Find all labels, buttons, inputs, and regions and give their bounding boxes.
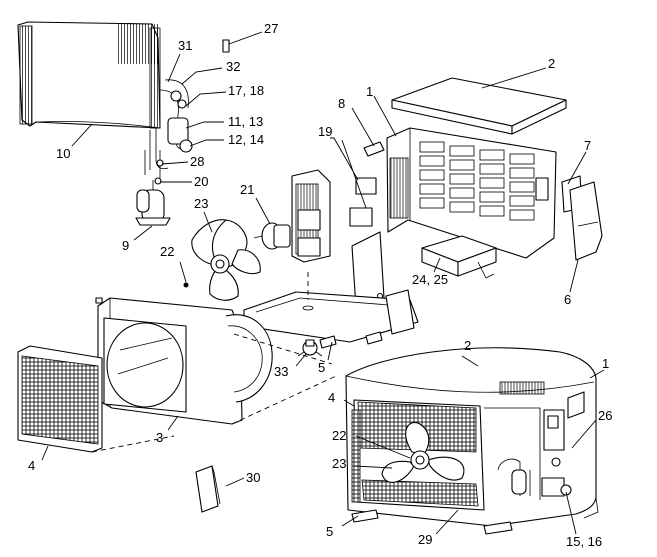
callout-27: 27: [264, 21, 278, 36]
callout-2-bottom: 2: [464, 338, 471, 353]
callout-1-top: 1: [366, 84, 373, 99]
callout-12-14: 12, 14: [228, 132, 264, 147]
callout-32: 32: [226, 59, 240, 74]
callout-4-bottom: 4: [328, 390, 335, 405]
piping-assembly: [144, 79, 193, 185]
callout-7: 7: [584, 138, 591, 153]
assembly-lines: [91, 272, 337, 453]
callout-8: 8: [338, 96, 345, 111]
side-panel-6: [569, 181, 603, 261]
callout-labels: 27 31 32 17, 18 11, 13 12, 14 28 20 10 9…: [28, 21, 612, 549]
callout-11-13: 11, 13: [228, 114, 263, 129]
motor-bracket: [291, 169, 331, 263]
front-grille: [17, 345, 103, 453]
base-pan: [243, 289, 419, 349]
callout-1-bottom: 1: [602, 356, 609, 371]
compressor: [135, 180, 171, 226]
callout-28: 28: [190, 154, 204, 169]
top-cover-side: [511, 99, 567, 135]
callout-6: 6: [564, 292, 571, 307]
callout-33: 33: [274, 364, 288, 379]
callout-4-left: 4: [28, 458, 35, 473]
callout-23-bottom: 23: [332, 456, 346, 471]
callout-29: 29: [418, 532, 432, 547]
callout-31: 31: [178, 38, 192, 53]
condenser-coil: [17, 21, 161, 129]
callout-26: 26: [598, 408, 612, 423]
callout-17-18: 17, 18: [228, 83, 264, 98]
fitting-27: [222, 39, 230, 53]
drain-valve-33: [297, 339, 323, 357]
front-panel: [95, 297, 273, 425]
callout-3: 3: [156, 430, 163, 445]
callout-10: 10: [56, 146, 70, 161]
callout-9: 9: [122, 238, 129, 253]
callout-15-16: 15, 16: [566, 534, 602, 549]
nut-22: [183, 282, 189, 288]
control-box: [421, 235, 497, 279]
fan-motor: [253, 222, 291, 250]
callout-23-top: 23: [194, 196, 208, 211]
callout-20: 20: [194, 174, 208, 189]
callout-19: 19: [318, 124, 332, 139]
part-8: [363, 141, 385, 157]
manual-booklet: [195, 465, 221, 513]
assembled-unit: [345, 347, 599, 535]
callout-5-bottom: 5: [326, 524, 333, 539]
rear-panel: [386, 127, 557, 259]
callout-24-25: 24, 25: [412, 272, 448, 287]
capacitor-19a: [355, 177, 377, 195]
callout-2-top: 2: [548, 56, 555, 71]
callout-22-top: 22: [160, 244, 174, 259]
callout-5-top: 5: [318, 360, 325, 375]
callout-22-bottom: 22: [332, 428, 346, 443]
fan-blade: [191, 219, 261, 301]
callout-21: 21: [240, 182, 254, 197]
capacitor-19b: [349, 207, 373, 227]
callout-30: 30: [246, 470, 260, 485]
leader-lines: [41, 31, 605, 535]
